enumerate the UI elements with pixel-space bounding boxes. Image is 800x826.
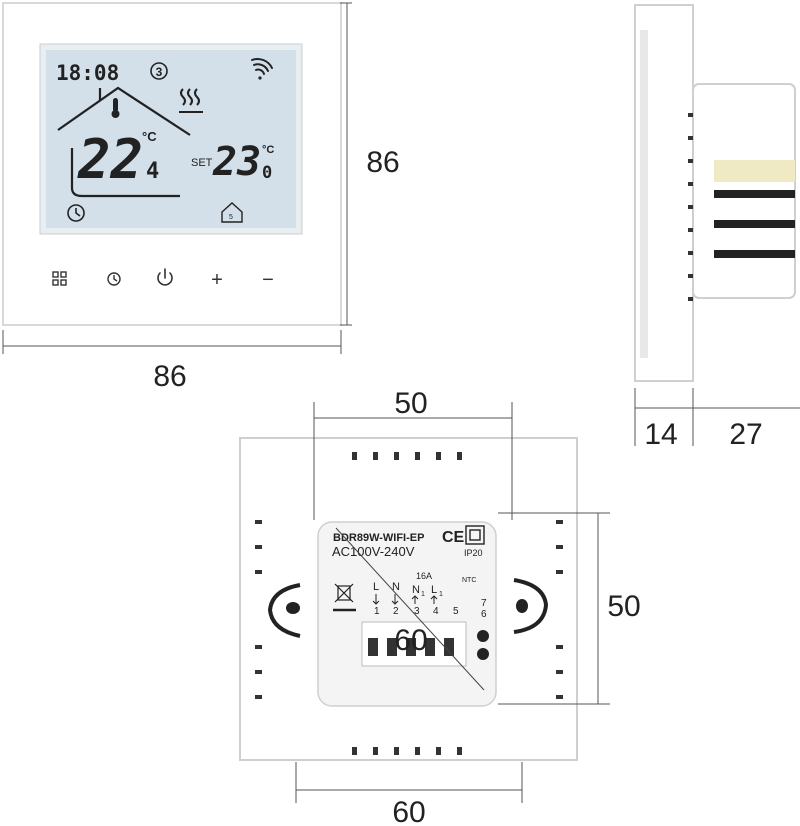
svg-text:2: 2	[393, 606, 399, 617]
back-left-slots	[255, 520, 262, 699]
set-temp-decimal: 0	[262, 163, 272, 183]
power-icon	[157, 268, 173, 286]
right-mounting-ear	[513, 578, 549, 634]
room-temp-unit: °C	[142, 129, 157, 144]
clock-icon	[107, 272, 121, 286]
wifi-icon	[251, 57, 273, 80]
terminal-labels: L N N 1 L 1 1 2 3 4 5 7 6	[373, 581, 487, 620]
back-dimension-lines	[295, 402, 610, 803]
svg-text:5: 5	[453, 606, 459, 617]
sensor-terminal-screws	[477, 630, 489, 660]
back-right-slots	[556, 520, 563, 699]
front-dimension-lines	[2, 2, 352, 354]
back-bottom-slots	[352, 747, 462, 755]
svg-text:1: 1	[439, 591, 443, 598]
back-diagonal-dimension: 60	[394, 624, 427, 657]
side-depth-back-dimension: 27	[729, 418, 762, 451]
current-rating: 16A	[416, 571, 432, 581]
away-mode-icon: 5	[221, 202, 243, 223]
time-display: 18:08	[56, 61, 119, 85]
double-insulation-icon	[465, 525, 485, 545]
side-vent-slots	[714, 190, 795, 258]
front-view: 18:08 3 22 4 °C SET 23 0 °C	[2, 2, 400, 393]
clock-button[interactable]	[107, 272, 121, 286]
ip-rating: IP20	[464, 548, 483, 558]
voltage-label: AC100V-240V	[332, 544, 415, 559]
back-top-slots	[352, 452, 462, 460]
side-depth-front-dimension: 14	[644, 418, 677, 451]
front-width-dimension: 86	[153, 360, 186, 393]
room-temp-decimal: 4	[146, 159, 159, 184]
svg-text:L: L	[373, 581, 379, 593]
set-temp-unit: °C	[262, 144, 274, 156]
set-label: SET	[191, 157, 213, 169]
back-bottom-width-dimension: 60	[392, 796, 425, 826]
left-mounting-ear	[267, 583, 301, 638]
heating-icon	[179, 88, 203, 113]
side-glass-edge	[640, 30, 648, 358]
program-badge	[150, 62, 168, 80]
svg-text:3: 3	[414, 606, 420, 617]
ntc-label: NTC	[462, 577, 476, 584]
svg-text:6: 6	[481, 609, 487, 620]
svg-text:N: N	[412, 584, 420, 596]
back-side-height-dimension: 50	[607, 590, 640, 623]
svg-text:N: N	[392, 581, 400, 593]
side-view: 14 27	[634, 4, 800, 451]
back-view: BDR89W-WIFI-EP AC100V-240V CE IP20 16A N…	[239, 387, 641, 826]
terminal-block	[361, 621, 467, 667]
svg-text:L: L	[431, 584, 437, 596]
terminal-arrows	[372, 594, 438, 605]
side-rib-marks	[688, 113, 693, 301]
svg-text:1: 1	[374, 606, 380, 617]
clock-icon	[67, 204, 85, 222]
weee-bin-icon	[333, 583, 356, 612]
ce-mark: CE	[442, 529, 465, 546]
thermometer-icon	[111, 98, 120, 118]
plus-button[interactable]: +	[211, 269, 223, 291]
minus-button[interactable]: −	[262, 269, 274, 291]
side-dimension-lines	[634, 388, 800, 446]
house-outline-icon	[57, 86, 191, 198]
grid-icon	[52, 271, 67, 286]
side-window	[714, 160, 795, 182]
room-temp-integer: 22	[77, 128, 143, 191]
back-top-width-dimension: 50	[394, 387, 427, 420]
model-label: BDR89W-WIFI-EP	[333, 532, 424, 544]
power-button[interactable]	[157, 268, 173, 286]
front-height-dimension: 86	[366, 146, 399, 179]
menu-button[interactable]	[52, 271, 67, 286]
program-number: 3	[156, 65, 163, 79]
svg-text:7: 7	[481, 598, 487, 609]
svg-text:5: 5	[229, 214, 233, 221]
svg-text:4: 4	[433, 606, 439, 617]
set-temp-integer: 23	[212, 139, 261, 185]
lcd-screen	[46, 50, 296, 228]
svg-text:1: 1	[421, 591, 425, 598]
